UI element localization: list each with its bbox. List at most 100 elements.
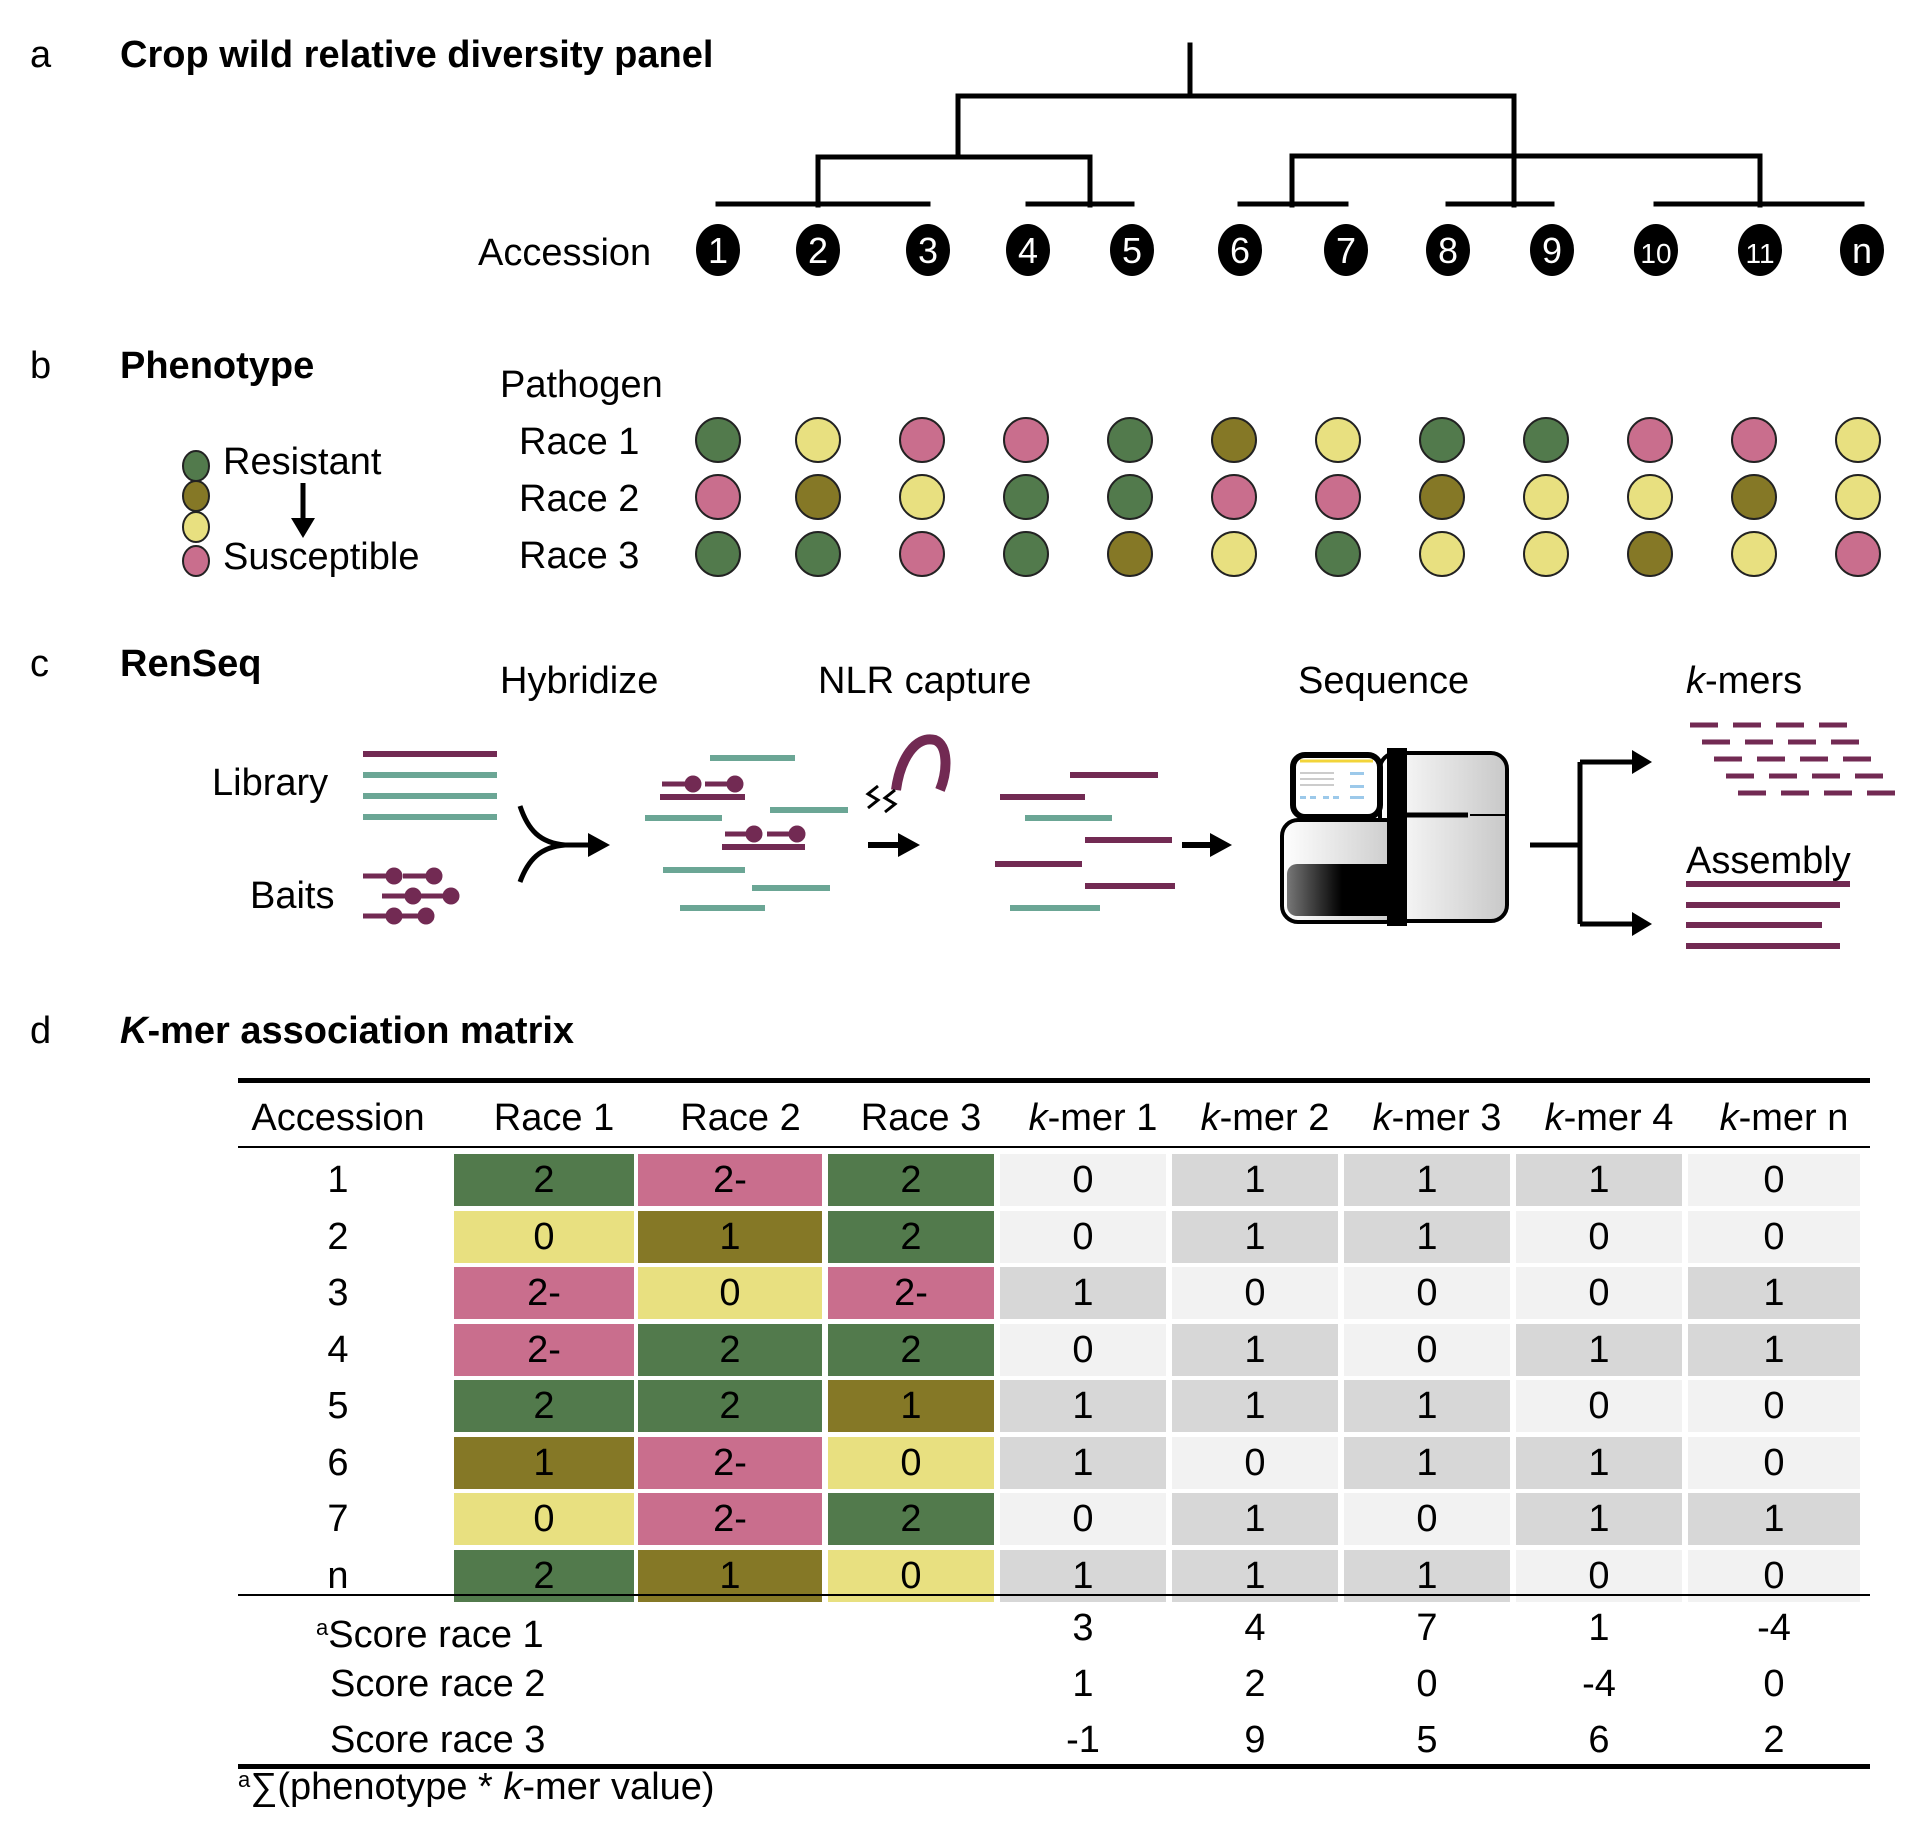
column-header: Race 2 [648, 1090, 833, 1146]
kmer-presence-cell: 1 [1516, 1493, 1682, 1545]
phenotype-score-cell: 0 [454, 1210, 634, 1263]
panel-b-title: Phenotype [120, 345, 315, 387]
column-header: k-mer 4 [1526, 1090, 1692, 1146]
kmer-presence-cell: 1 [1000, 1436, 1166, 1489]
accession-cell: 2 [327, 1215, 349, 1258]
kmer-presence-cell: 1 [1344, 1210, 1510, 1263]
column-header-text: Race 2 [680, 1097, 801, 1139]
kmer-presence-cell: 0 [1516, 1267, 1682, 1319]
kmers-k: k [1686, 660, 1705, 702]
association-score-cell: 0 [1763, 1663, 1785, 1705]
panel-d-title-italic: K [120, 1010, 148, 1052]
phenotype-dot-intermediate-susceptible [1315, 417, 1361, 463]
column-header-italic: k [1544, 1097, 1564, 1139]
table-footnote: a∑(phenotype * k-mer value) [238, 1766, 715, 1809]
phenotype-grid [695, 417, 1881, 577]
panel-a-title: Crop wild relative diversity panel [120, 34, 714, 76]
phenotype-dot-resistant [795, 531, 841, 577]
column-header-italic: k [1200, 1097, 1220, 1139]
phenotype-score-cell: 0 [828, 1549, 994, 1602]
footnote-suffix: -mer value) [522, 1766, 715, 1808]
accession-node [1426, 224, 1470, 276]
kmers-suffix: -mers [1705, 660, 1803, 702]
panel-a-letter: a [30, 34, 52, 76]
kmer-presence-cell: 0 [1516, 1210, 1682, 1263]
step-assembly-label: Assembly [1686, 840, 1851, 882]
accession-cell: 6 [327, 1441, 349, 1484]
phenotype-score-cell: 2 [454, 1549, 634, 1602]
accession-node-label: 11 [1745, 238, 1774, 269]
phenotype-score-cell: 0 [638, 1267, 822, 1319]
phenotype-dot-susceptible [1731, 417, 1777, 463]
accession-node-label: 7 [1336, 230, 1356, 271]
accession-node-label: 2 [808, 230, 828, 271]
kmer-presence-cell: 0 [1688, 1549, 1860, 1602]
column-header-text: -mer 3 [1391, 1097, 1502, 1139]
phenotype-dot-susceptible [899, 531, 945, 577]
phenotype-dot-susceptible [695, 474, 741, 520]
arrow-head-icon [588, 833, 610, 857]
column-header-text: Accession [251, 1097, 425, 1139]
kmer-presence-cell: 1 [1516, 1154, 1682, 1206]
assembly-contigs [1686, 881, 1850, 949]
kmer-presence-cell: 0 [1516, 1549, 1682, 1602]
association-score-cell: -4 [1582, 1663, 1616, 1705]
footnote-italic: k [503, 1766, 523, 1808]
accession-cell: 1 [327, 1159, 349, 1201]
phenotype-score-cell: 2 [454, 1154, 634, 1206]
phenotype-dot-intermediate-susceptible [1211, 531, 1257, 577]
association-score-cell: 5 [1416, 1719, 1438, 1761]
kmer-presence-cell: 0 [1000, 1323, 1166, 1376]
accession-node [906, 224, 950, 276]
association-score-cell: 2 [1763, 1719, 1785, 1761]
phenotype-dot-intermediate-susceptible [1731, 531, 1777, 577]
kmer-presence-cell: 1 [1172, 1154, 1338, 1206]
association-score-cell: 2 [1244, 1663, 1266, 1705]
column-header: k-mer 3 [1354, 1090, 1520, 1146]
step-sequence-label: Sequence [1298, 660, 1470, 702]
association-score-cell: -4 [1757, 1607, 1791, 1649]
step-kmers-label: k-mers [1686, 660, 1802, 703]
phenotype-dot-intermediate-resistant [795, 474, 841, 520]
phenotype-dot-resistant [695, 417, 741, 463]
legend-susceptible-label: Susceptible [223, 536, 420, 578]
phenotype-dot-intermediate-susceptible [1835, 417, 1881, 463]
accession-node [1006, 224, 1050, 276]
accession-node-label: 3 [918, 230, 938, 271]
legend-resistant-label: Resistant [223, 441, 382, 483]
kmer-presence-cell: 1 [1000, 1267, 1166, 1319]
phenotype-dot-susceptible [1627, 417, 1673, 463]
kmer-presence-cell: 0 [1516, 1380, 1682, 1432]
phenotype-dot-susceptible [899, 417, 945, 463]
phenotype-dot-resistant [1003, 531, 1049, 577]
kmer-presence-cell: 1 [1344, 1436, 1510, 1489]
phenotype-score-cell: 2 [638, 1380, 822, 1432]
accession-axis-label: Accession [478, 232, 652, 274]
hybridized-fragments [645, 755, 848, 911]
score-label-text: Score race 2 [330, 1663, 546, 1705]
kmer-fragments [1690, 722, 1895, 796]
panel-c-letter: c [30, 643, 49, 685]
kmer-presence-cell: 0 [1344, 1323, 1510, 1376]
phenotype-dot-resistant [1419, 417, 1465, 463]
kmer-presence-cell: 1 [1172, 1549, 1338, 1602]
kmer-presence-cell: 1 [1516, 1323, 1682, 1376]
phenotype-score-cell: 1 [638, 1549, 822, 1602]
accession-node-label: 5 [1122, 230, 1142, 271]
accession-node-label: 4 [1018, 230, 1038, 271]
phenotype-score-cell: 2- [638, 1436, 822, 1489]
association-score-cell: 3 [1072, 1607, 1094, 1649]
kmer-presence-cell: 1 [1172, 1323, 1338, 1376]
phenotype-dot-susceptible [1835, 531, 1881, 577]
association-score-cell: -1 [1066, 1719, 1100, 1761]
phenotype-score-cell: 2- [638, 1154, 822, 1206]
accession-node-label: 6 [1230, 230, 1250, 271]
footnote-prefix: ∑(phenotype * [250, 1766, 504, 1808]
phenotype-score-cell: 2 [828, 1493, 994, 1545]
phenotype-dot-susceptible [1003, 417, 1049, 463]
accession-cell: 3 [327, 1272, 349, 1314]
